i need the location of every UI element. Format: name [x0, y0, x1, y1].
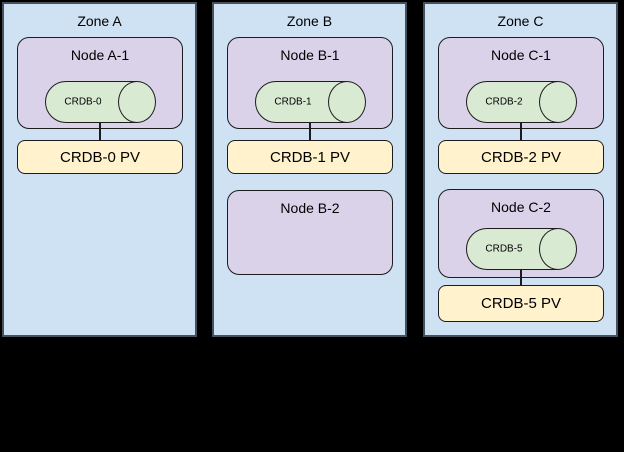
zone-b: Zone B Node B-1 CRDB-1 CRDB-1 PV Node B-… — [212, 2, 407, 337]
cylinder-end-face-icon — [538, 227, 577, 270]
node-b1-label: Node B-1 — [280, 47, 340, 63]
crdb-5-cylinder: CRDB-5 — [466, 227, 577, 270]
crdb-2-pv-box: CRDB-2 PV — [438, 140, 604, 174]
connector-line — [309, 122, 311, 140]
zone-a-label: Zone A — [77, 13, 122, 29]
node-c2-label: Node C-2 — [491, 199, 551, 215]
node-b2-label: Node B-2 — [280, 200, 340, 216]
zone-a: Zone A Node A-1 CRDB-0 CRDB-0 PV — [2, 2, 197, 337]
connector-line — [520, 269, 522, 285]
node-c1-label: Node C-1 — [491, 47, 551, 63]
crdb-2-label: CRDB-2 — [485, 96, 523, 108]
node-a1-label: Node A-1 — [70, 47, 130, 63]
crdb-5-label: CRDB-5 — [485, 243, 523, 255]
crdb-1-cylinder: CRDB-1 — [255, 80, 366, 123]
cylinder-end-face-icon — [117, 80, 156, 123]
crdb-0-pv-box: CRDB-0 PV — [17, 140, 183, 174]
node-a1: Node A-1 CRDB-0 — [17, 37, 183, 129]
crdb-0-label: CRDB-0 — [64, 96, 102, 108]
crdb-1-label: CRDB-1 — [274, 96, 312, 108]
crdb-1-pv-label: CRDB-1 PV — [269, 148, 351, 166]
connector-line — [520, 122, 522, 140]
crdb-5-pv-box: CRDB-5 PV — [438, 285, 604, 322]
zone-c: Zone C Node C-1 CRDB-2 CRDB-2 PV Node C-… — [423, 2, 618, 337]
node-b1: Node B-1 CRDB-1 — [227, 37, 393, 129]
crdb-1-pv-box: CRDB-1 PV — [227, 140, 393, 174]
zone-c-label: Zone C — [497, 13, 544, 29]
zone-b-label: Zone B — [286, 13, 333, 29]
node-c1: Node C-1 CRDB-2 — [438, 37, 604, 129]
cylinder-end-face-icon — [327, 80, 366, 123]
node-b2: Node B-2 — [227, 190, 393, 275]
crdb-0-pv-label: CRDB-0 PV — [59, 148, 141, 166]
crdb-5-pv-label: CRDB-5 PV — [480, 295, 562, 312]
cylinder-end-face-icon — [538, 80, 577, 123]
crdb-2-pv-label: CRDB-2 PV — [480, 148, 562, 166]
crdb-2-cylinder: CRDB-2 — [466, 80, 577, 123]
node-c2: Node C-2 CRDB-5 — [438, 189, 604, 278]
connector-line — [99, 122, 101, 140]
crdb-0-cylinder: CRDB-0 — [45, 80, 156, 123]
